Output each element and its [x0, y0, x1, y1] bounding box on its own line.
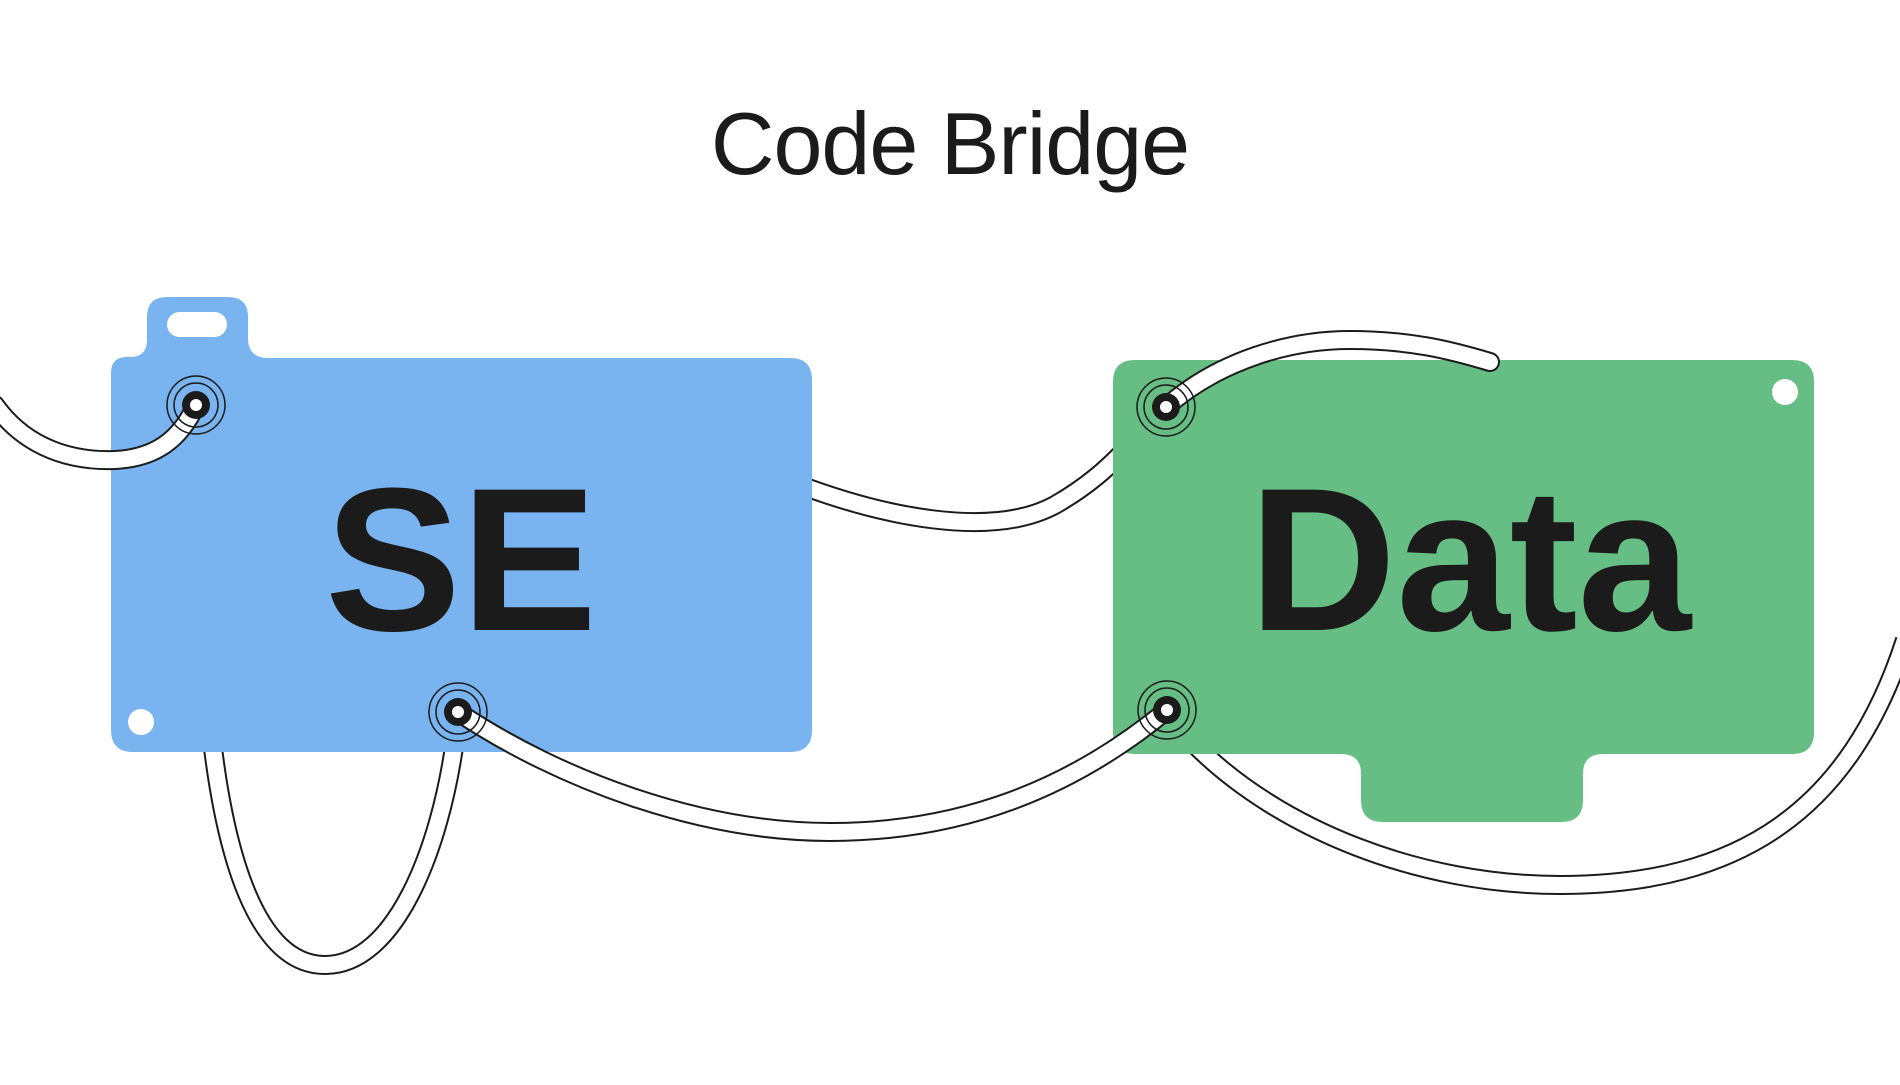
- data-mount-hole: [1772, 379, 1798, 405]
- node-data: Data: [1113, 360, 1814, 822]
- cable-data-right-loop: [1187, 636, 1900, 896]
- cable-left-to-se-port: [0, 395, 206, 471]
- cable-se-data-upper-back: [790, 445, 1130, 533]
- cable-se-data-lower: [448, 700, 1177, 843]
- se-label: SE: [325, 446, 597, 674]
- se-mount-hole: [128, 709, 154, 735]
- cable-se-bottom-loop: [202, 738, 465, 976]
- foreground-cables: [0, 329, 1500, 843]
- node-se: SE: [111, 297, 812, 752]
- se-mount-slot: [167, 312, 227, 337]
- data-label: Data: [1249, 446, 1693, 674]
- se-upper-port: [166, 375, 226, 435]
- data-lower-port: [1137, 680, 1197, 740]
- se-lower-port: [428, 682, 488, 742]
- cable-data-upper-arc: [1156, 329, 1500, 417]
- data-board-shape: [1113, 360, 1814, 822]
- diagram-title: Code Bridge: [710, 94, 1190, 193]
- ports: [166, 375, 1197, 742]
- se-board-shape: [111, 297, 812, 752]
- data-upper-port: [1136, 377, 1196, 437]
- background-cables: [202, 445, 1900, 976]
